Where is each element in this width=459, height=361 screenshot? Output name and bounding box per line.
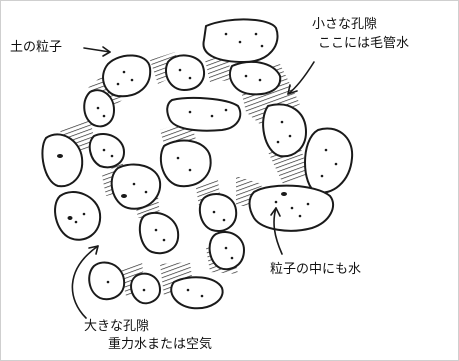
soil-particle <box>159 139 212 188</box>
label-large-pore-line2: 重力水または空気 <box>108 337 213 352</box>
arrowhead <box>102 46 111 57</box>
soil-particle <box>170 276 224 310</box>
soil-particle <box>88 261 126 301</box>
label-small-pore-line2: ここには毛管水 <box>318 36 410 51</box>
inside-particle-arrow <box>273 207 283 255</box>
arrowhead <box>270 207 281 217</box>
label-small-pore-line1: 小さな孔隙 <box>312 17 378 32</box>
soil-particle <box>165 54 205 91</box>
capillary-water-region <box>205 56 232 82</box>
soil-particle <box>138 211 180 255</box>
arrowhead <box>287 84 298 95</box>
label-soil-particle: 土の粒子 <box>10 40 63 55</box>
soil-particle <box>198 193 238 232</box>
arrowhead <box>88 245 99 255</box>
soil-particle <box>229 60 282 96</box>
particle-internal-water-dots <box>57 32 338 298</box>
soil-particle-arrow <box>83 47 111 53</box>
soil-particle <box>262 103 307 158</box>
soil-particle <box>54 191 102 241</box>
soil-particle <box>110 163 162 210</box>
label-inside-particle: 粒子の中にも水 <box>270 262 362 277</box>
soil-particle <box>130 272 161 305</box>
soil-particle <box>41 133 84 188</box>
large-pore-arrow <box>71 245 99 319</box>
soil-particle <box>166 97 242 132</box>
label-large-pore-line1: 大きな孔隙 <box>84 319 150 334</box>
soil-particle <box>102 54 152 98</box>
leader-lines <box>71 46 315 319</box>
soil-particle <box>304 127 354 194</box>
soil-particle <box>202 18 279 63</box>
soil-particle <box>208 231 245 271</box>
soil-particles <box>41 18 354 310</box>
soil-particle <box>88 133 125 169</box>
small-pore-arrow <box>287 61 315 95</box>
